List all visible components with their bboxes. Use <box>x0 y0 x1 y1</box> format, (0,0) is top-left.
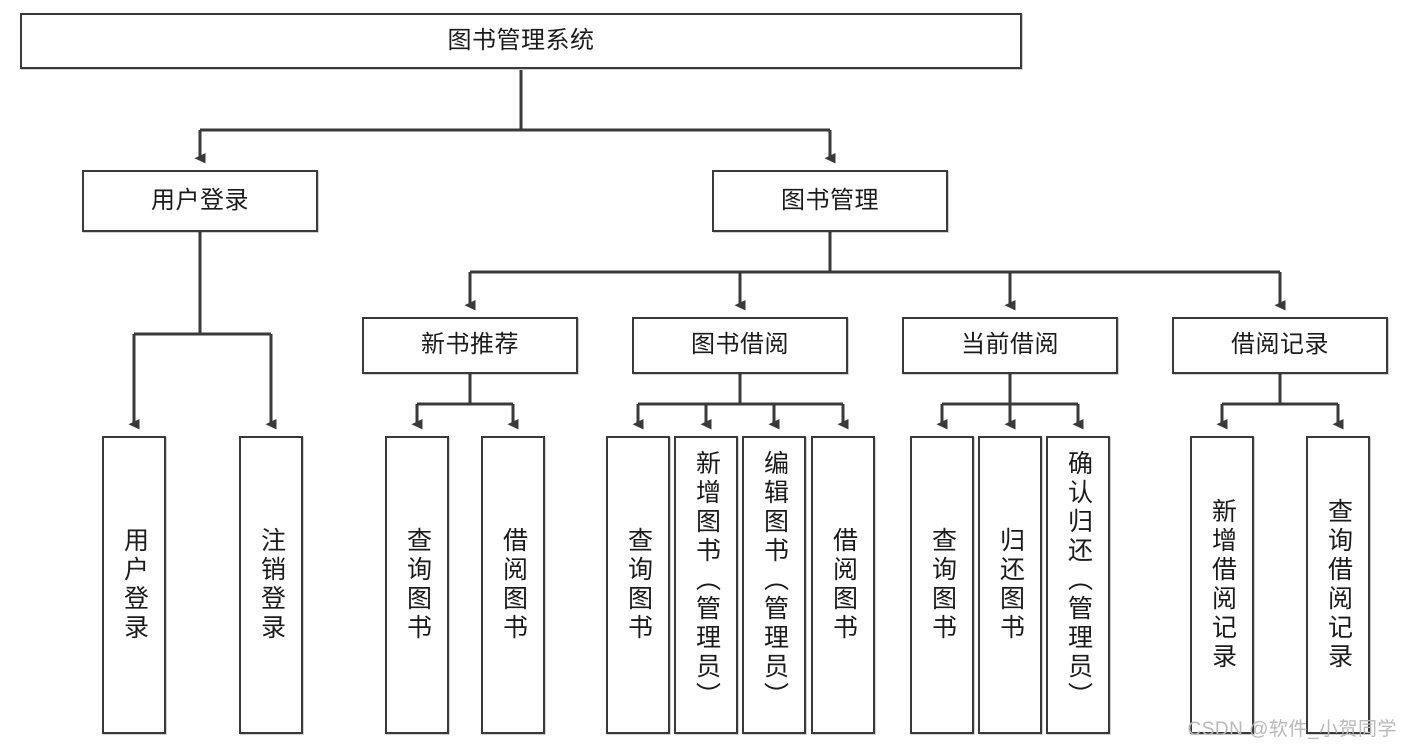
node-borrow-record-label: 借阅记录 <box>1231 331 1329 359</box>
node-leaf-borrow-book-2[interactable]: 借阅图书 <box>811 436 875 734</box>
node-book-manage-label: 图书管理 <box>781 186 879 214</box>
node-current-borrow[interactable]: 当前借阅 <box>902 317 1118 374</box>
node-leaf-query-book-2[interactable]: 查询图书 <box>606 436 670 734</box>
node-user-login[interactable]: 用户登录 <box>82 170 318 232</box>
node-new-book-recommend-label: 新书推荐 <box>421 331 519 359</box>
node-leaf-logout-login[interactable]: 注销登录 <box>239 436 303 734</box>
node-leaf-query-book-3[interactable]: 查询图书 <box>910 436 974 734</box>
node-leaf-add-record-label: 新增借阅记录 <box>1208 498 1237 672</box>
node-leaf-logout-login-label: 注销登录 <box>257 527 286 643</box>
node-book-borrow-label: 图书借阅 <box>691 331 789 359</box>
node-leaf-add-record[interactable]: 新增借阅记录 <box>1190 436 1254 734</box>
node-leaf-borrow-book-1[interactable]: 借阅图书 <box>481 436 545 734</box>
node-root[interactable]: 图书管理系统 <box>20 13 1022 69</box>
node-leaf-query-record-label: 查询借阅记录 <box>1324 498 1353 672</box>
node-leaf-edit-book[interactable]: 编辑图书（管理员） <box>742 436 806 734</box>
node-leaf-add-book[interactable]: 新增图书（管理员） <box>674 436 738 734</box>
csdn-watermark: CSDN @软件_小贺同学 <box>1187 719 1397 740</box>
node-leaf-borrow-book-1-label: 借阅图书 <box>499 527 528 643</box>
node-book-manage[interactable]: 图书管理 <box>712 170 948 232</box>
node-leaf-query-book-2-label: 查询图书 <box>624 527 653 643</box>
node-root-label: 图书管理系统 <box>447 26 595 54</box>
node-leaf-user-login-label: 用户登录 <box>120 527 149 643</box>
node-leaf-query-book-1-label: 查询图书 <box>403 527 432 643</box>
node-leaf-borrow-book-2-label: 借阅图书 <box>829 527 858 643</box>
node-leaf-user-login[interactable]: 用户登录 <box>102 436 166 734</box>
node-borrow-record[interactable]: 借阅记录 <box>1172 317 1388 374</box>
node-leaf-query-book-1[interactable]: 查询图书 <box>385 436 449 734</box>
node-leaf-confirm-return-label: 确认归还（管理员） <box>1064 450 1093 711</box>
node-leaf-query-record[interactable]: 查询借阅记录 <box>1306 436 1370 734</box>
node-current-borrow-label: 当前借阅 <box>961 331 1059 359</box>
node-leaf-return-book-label: 归还图书 <box>996 527 1025 643</box>
node-leaf-confirm-return[interactable]: 确认归还（管理员） <box>1046 436 1110 734</box>
node-leaf-return-book[interactable]: 归还图书 <box>978 436 1042 734</box>
node-new-book-recommend[interactable]: 新书推荐 <box>362 317 578 374</box>
node-book-borrow[interactable]: 图书借阅 <box>632 317 848 374</box>
node-leaf-query-book-3-label: 查询图书 <box>928 527 957 643</box>
node-leaf-edit-book-label: 编辑图书（管理员） <box>760 450 789 711</box>
node-leaf-add-book-label: 新增图书（管理员） <box>692 450 721 711</box>
node-user-login-label: 用户登录 <box>151 186 249 214</box>
